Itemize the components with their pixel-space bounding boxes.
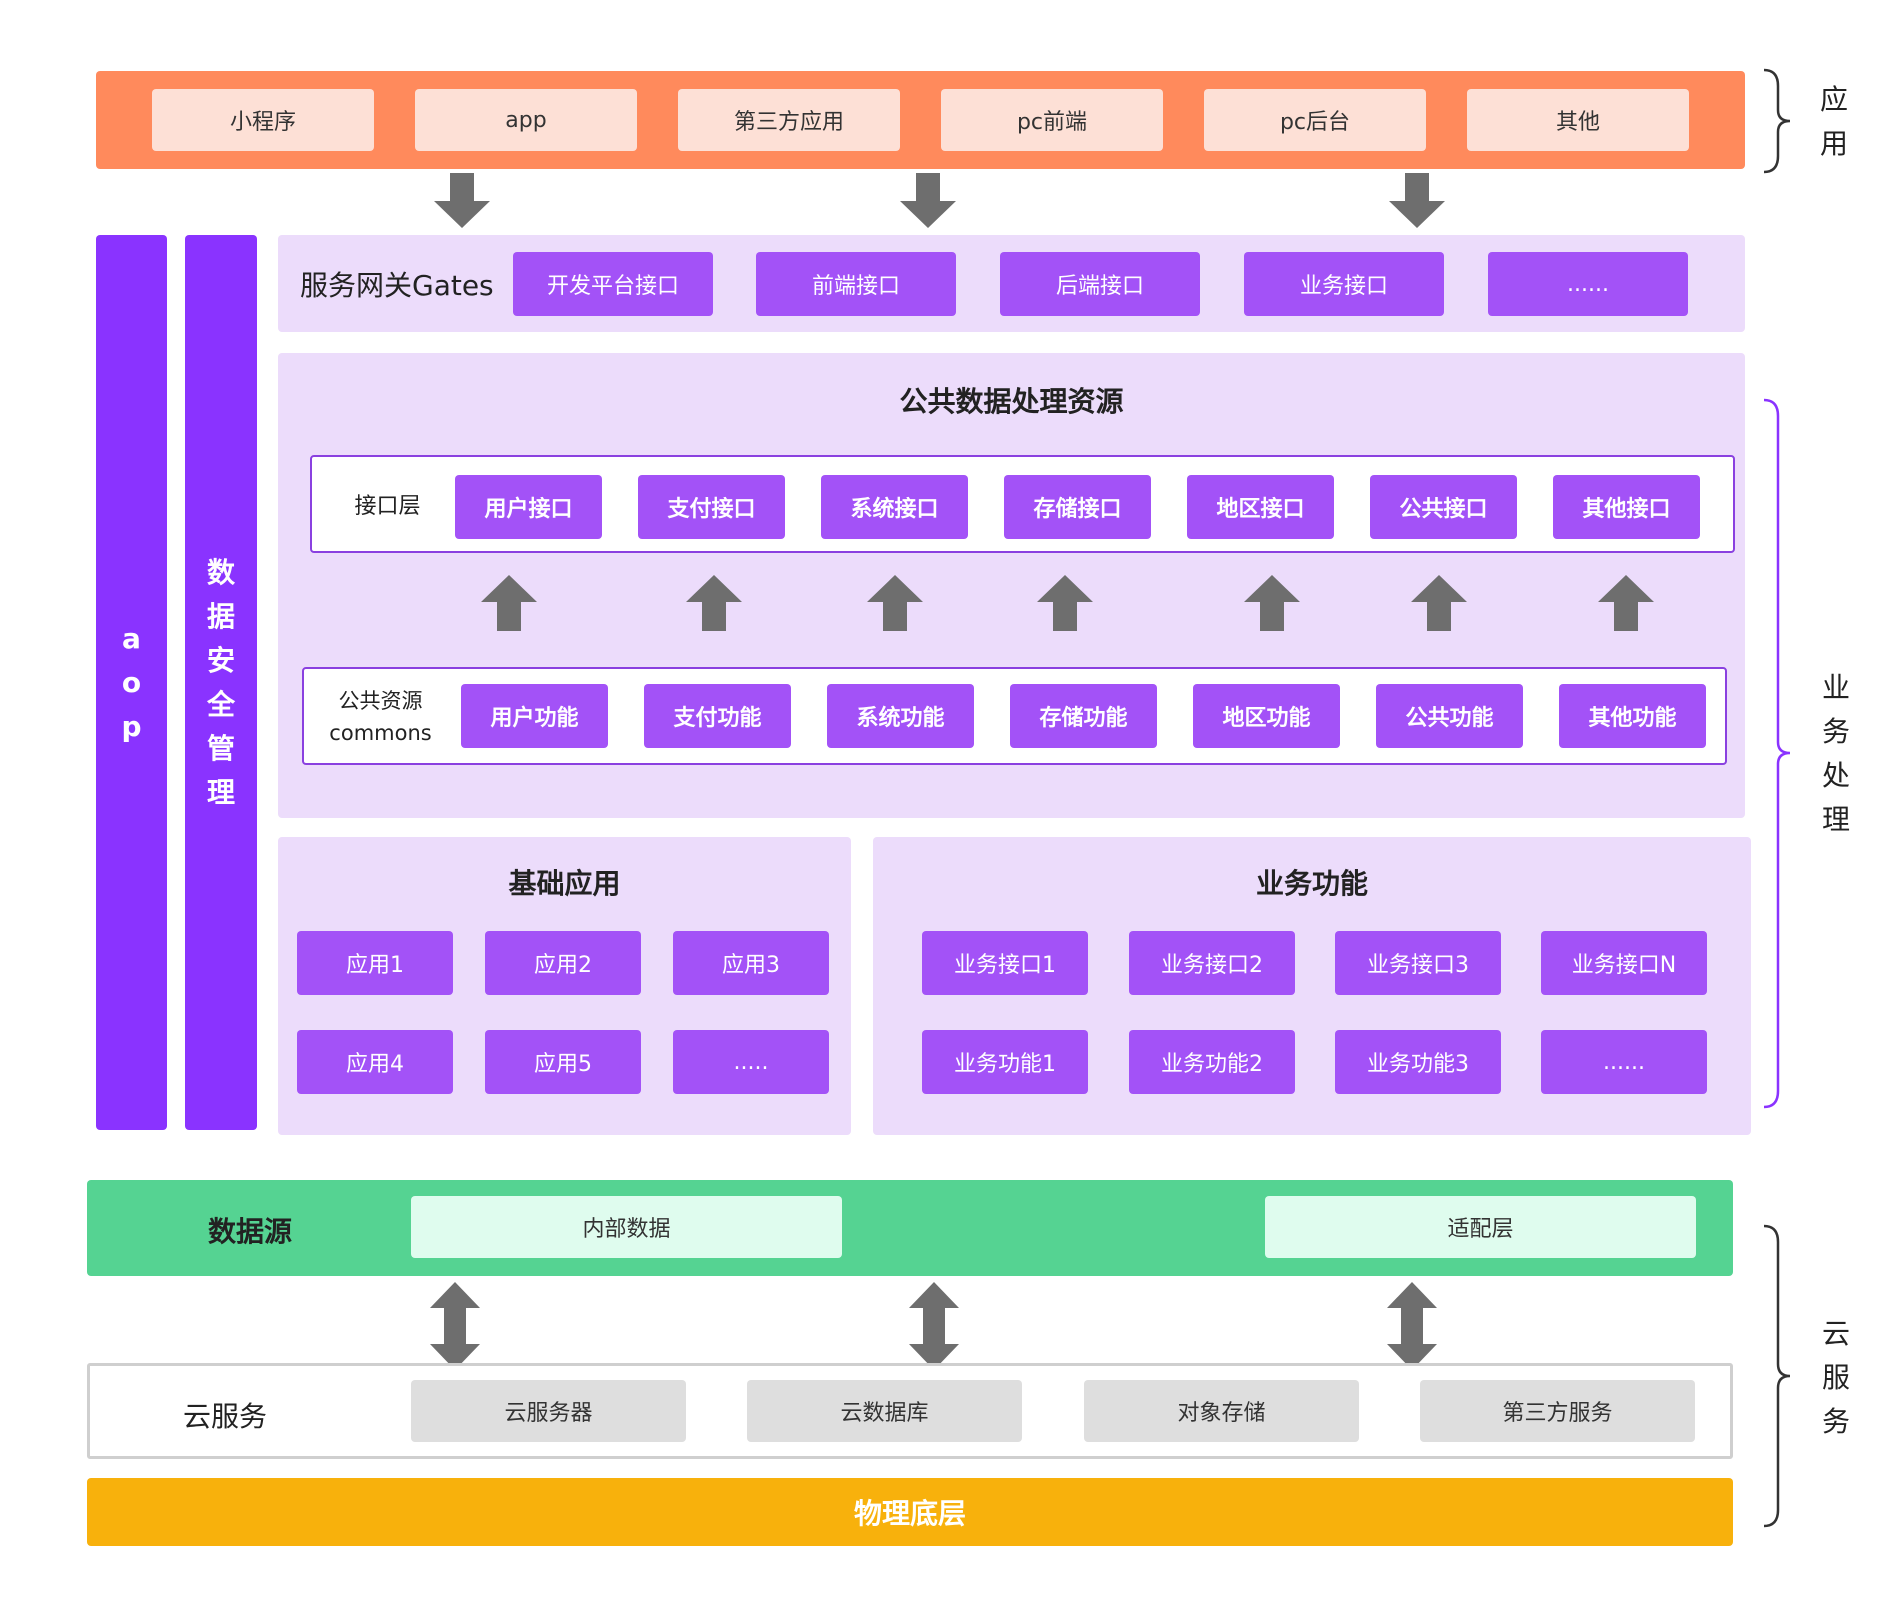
basic-apps-title: 基础应用 — [508, 867, 621, 900]
basic-app-1[interactable]: 应用1 — [297, 931, 453, 995]
up-arrow-icon — [480, 575, 538, 632]
security-char: 据 — [206, 599, 235, 633]
app-item-other[interactable]: 其他 — [1467, 89, 1689, 151]
app-item-app[interactable]: app — [415, 89, 637, 151]
object-storage[interactable]: 对象存储 — [1084, 1380, 1359, 1442]
commons-label-line2: commons — [329, 721, 432, 745]
third-party-service[interactable]: 第三方服务 — [1420, 1380, 1695, 1442]
interface-public[interactable]: 公共接口 — [1370, 475, 1517, 539]
aop-char: p — [121, 709, 142, 743]
cloud-database[interactable]: 云数据库 — [747, 1380, 1022, 1442]
data-source-internal[interactable]: 内部数据 — [411, 1196, 842, 1258]
basic-app-4[interactable]: 应用4 — [297, 1030, 453, 1094]
gateway-item-dev-platform[interactable]: 开发平台接口 — [513, 252, 713, 316]
interface-other[interactable]: 其他接口 — [1553, 475, 1700, 539]
business-interface-3[interactable]: 业务接口3 — [1335, 931, 1501, 995]
commons-region[interactable]: 地区功能 — [1193, 684, 1340, 748]
cloud-side-char: 务 — [1821, 1405, 1850, 1438]
basic-app-5[interactable]: 应用5 — [485, 1030, 641, 1094]
data-security-bar: 数 据 安 全 管 理 — [185, 235, 257, 1130]
business-side-label: 业 务 处 理 — [1814, 666, 1858, 842]
cloud-brace-icon — [1763, 1224, 1791, 1528]
down-arrow-icon — [899, 173, 957, 229]
business-functions-title: 业务功能 — [1255, 867, 1368, 900]
cloud-side-label: 云 服 务 — [1814, 1312, 1858, 1444]
app-item-pc-frontend[interactable]: pc前端 — [941, 89, 1163, 151]
security-char: 管 — [206, 731, 235, 765]
commons-other[interactable]: 其他功能 — [1559, 684, 1706, 748]
interface-storage[interactable]: 存储接口 — [1004, 475, 1151, 539]
double-arrow-icon — [908, 1282, 960, 1371]
data-source-adapter[interactable]: 适配层 — [1265, 1196, 1696, 1258]
up-arrow-icon — [1597, 575, 1655, 632]
business-function-1[interactable]: 业务功能1 — [922, 1030, 1088, 1094]
business-interface-2[interactable]: 业务接口2 — [1129, 931, 1295, 995]
cloud-services-title: 云服务 — [182, 1400, 267, 1433]
app-side-char: 用 — [1819, 127, 1848, 160]
interface-layer-label: 接口层 — [354, 494, 421, 519]
business-function-more[interactable]: ...... — [1541, 1030, 1707, 1094]
app-side-char: 应 — [1819, 83, 1848, 116]
interface-payment[interactable]: 支付接口 — [638, 475, 785, 539]
up-arrow-icon — [866, 575, 924, 632]
up-arrow-icon — [1036, 575, 1094, 632]
up-arrow-icon — [1243, 575, 1301, 632]
commons-user[interactable]: 用户功能 — [461, 684, 608, 748]
commons-system[interactable]: 系统功能 — [827, 684, 974, 748]
business-side-char: 业 — [1821, 671, 1850, 704]
interface-region[interactable]: 地区接口 — [1187, 475, 1334, 539]
security-char: 全 — [206, 687, 235, 721]
basic-app-more[interactable]: ..... — [673, 1030, 829, 1094]
interface-user[interactable]: 用户接口 — [455, 475, 602, 539]
business-interface-1[interactable]: 业务接口1 — [922, 931, 1088, 995]
business-side-char: 理 — [1821, 803, 1850, 836]
commons-label-line1: 公共资源 — [338, 689, 423, 713]
app-item-third-party[interactable]: 第三方应用 — [678, 89, 900, 151]
double-arrow-icon — [429, 1282, 481, 1371]
basic-app-3[interactable]: 应用3 — [673, 931, 829, 995]
down-arrow-icon — [433, 173, 491, 229]
cloud-side-char: 云 — [1821, 1317, 1850, 1350]
up-arrow-icon — [1410, 575, 1468, 632]
security-char: 理 — [206, 775, 235, 809]
down-arrow-icon — [1388, 173, 1446, 229]
app-side-label: 应 用 — [1812, 78, 1856, 166]
gateway-title: 服务网关Gates — [300, 269, 494, 302]
commons-public[interactable]: 公共功能 — [1376, 684, 1523, 748]
app-brace-icon — [1763, 68, 1791, 174]
business-interface-n[interactable]: 业务接口N — [1541, 931, 1707, 995]
cloud-server[interactable]: 云服务器 — [411, 1380, 686, 1442]
app-item-mini-program[interactable]: 小程序 — [152, 89, 374, 151]
physical-layer-bar: 物理底层 — [87, 1478, 1733, 1546]
commons-storage[interactable]: 存储功能 — [1010, 684, 1157, 748]
security-char: 数 — [206, 555, 235, 589]
security-char: 安 — [206, 643, 235, 677]
gateway-item-backend[interactable]: 后端接口 — [1000, 252, 1200, 316]
gateway-item-business[interactable]: 业务接口 — [1244, 252, 1444, 316]
cloud-side-char: 服 — [1821, 1361, 1850, 1394]
aop-char: a — [122, 621, 141, 655]
gateway-item-more[interactable]: ...... — [1488, 252, 1688, 316]
basic-app-2[interactable]: 应用2 — [485, 931, 641, 995]
business-brace-icon — [1763, 398, 1791, 1109]
up-arrow-icon — [685, 575, 743, 632]
commons-payment[interactable]: 支付功能 — [644, 684, 791, 748]
gateway-item-frontend[interactable]: 前端接口 — [756, 252, 956, 316]
aop-bar: a o p — [96, 235, 167, 1130]
data-source-title: 数据源 — [207, 1215, 292, 1248]
double-arrow-icon — [1386, 1282, 1438, 1371]
common-resources-title: 公共数据处理资源 — [899, 385, 1124, 418]
aop-char: o — [121, 665, 142, 699]
business-function-3[interactable]: 业务功能3 — [1335, 1030, 1501, 1094]
business-function-2[interactable]: 业务功能2 — [1129, 1030, 1295, 1094]
business-side-char: 处 — [1821, 759, 1850, 792]
interface-system[interactable]: 系统接口 — [821, 475, 968, 539]
app-item-pc-backend[interactable]: pc后台 — [1204, 89, 1426, 151]
business-side-char: 务 — [1821, 715, 1850, 748]
